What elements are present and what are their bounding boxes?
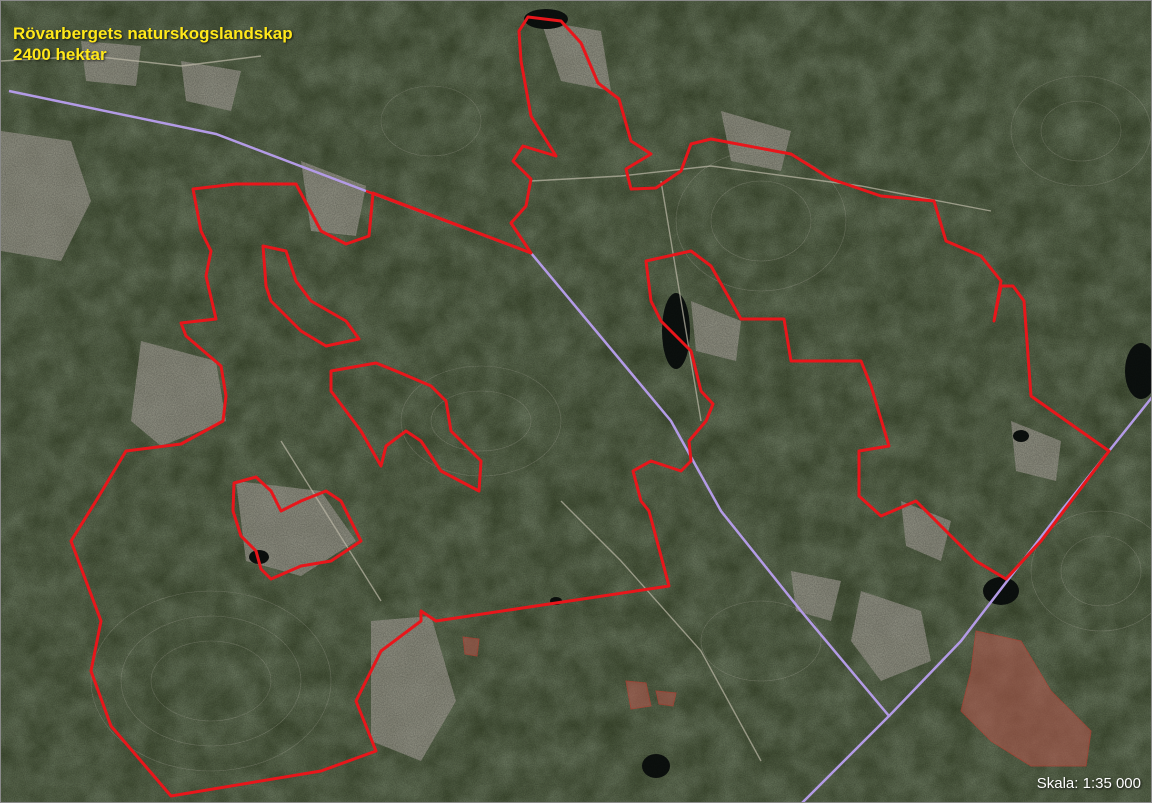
map-title: Rövarbergets naturskogslandskap xyxy=(13,24,293,43)
municipal-border-line-east xyxy=(888,396,1151,717)
red-border-segment-east xyxy=(1005,450,1110,580)
boundary-inner-1 xyxy=(261,244,361,348)
boundary-west xyxy=(69,15,1111,798)
municipal-border-line xyxy=(8,89,891,802)
boundary-inner-2 xyxy=(329,361,483,493)
map-scale: Skala: 1:35 000 xyxy=(1036,775,1141,792)
hatched-areas xyxy=(462,630,1092,767)
red-border-segment xyxy=(365,189,532,255)
map-subtitle: 2400 hektar xyxy=(13,45,107,64)
boundary-inner-3 xyxy=(231,475,363,581)
reserve-boundaries xyxy=(69,15,1111,798)
map-title-block: Rövarbergets naturskogslandskap 2400 hek… xyxy=(13,23,293,65)
roads xyxy=(1,55,992,762)
